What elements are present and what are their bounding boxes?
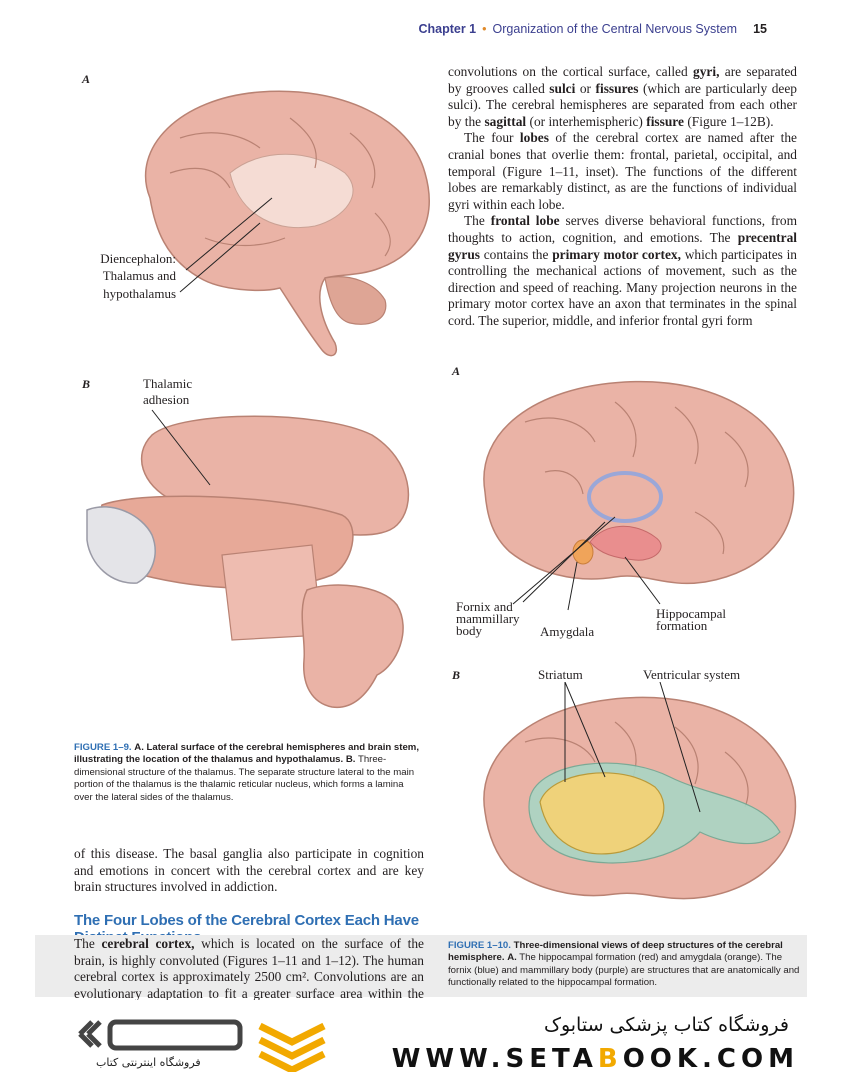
label-thalamus-and: Thalamus and <box>102 268 176 283</box>
paragraph-frontal-lobe: The frontal lobe serves diverse behavior… <box>448 213 797 329</box>
caption-1-10-text: The hippocampal formation (red) and amyg… <box>448 952 800 989</box>
text-span: serves diverse behavioral functions, fro… <box>448 213 797 245</box>
paragraph-lobes: The four lobes of the cerebral cortex ar… <box>448 130 797 213</box>
figure-1-10-caption: FIGURE 1–10. Three-dimensional views of … <box>448 940 800 990</box>
term-precentral-gyrus: precentral gyrus <box>448 229 797 262</box>
running-header: Chapter 1 • Organization of the Central Ne… <box>418 22 767 36</box>
text-span: The four <box>464 130 514 146</box>
leader-adhesion <box>151 409 211 486</box>
caption-1-9-a: A. <box>134 742 144 753</box>
caption-1-10-label: FIGURE 1–10. <box>448 940 511 951</box>
term-cerebral-cortex: cerebral cortex, <box>101 936 195 951</box>
fig10-panel-b-label: B <box>452 668 461 682</box>
term-fissure: fissure <box>646 113 684 129</box>
store-footer: فروشگاه اینترنتی کتاب فروشگاه کتاب پزشکی… <box>0 1000 847 1080</box>
store-name: فروشگاه کتاب پزشکی ستابوک <box>543 1014 789 1036</box>
text-span: or <box>579 80 591 96</box>
amygdala-shape <box>572 539 594 565</box>
caption-1-10-a: A. <box>507 952 517 964</box>
leader-mammillary <box>522 521 606 603</box>
text-span: The <box>464 213 485 229</box>
text-span: are separated by grooves called <box>448 64 797 96</box>
url-part-2: OOK.COM <box>622 1044 799 1074</box>
left-column-paragraph-1: of this disease. The basal ganglia also … <box>74 846 424 895</box>
text-span: The <box>74 936 95 951</box>
label-adhesion: adhesion <box>143 392 190 407</box>
url-highlight: B <box>597 1044 623 1074</box>
text-span: (which are particularly deep sulci). The… <box>448 80 797 129</box>
label-fornix-line1: Fornix and <box>456 599 513 614</box>
url-part-1: WWW.SETA <box>391 1044 598 1074</box>
term-primary-motor-cortex: primary motor cortex, <box>552 246 681 262</box>
hemisphere-shape <box>483 380 795 585</box>
fig10a-brain-illustration <box>483 380 795 611</box>
reticular-nucleus-shape <box>86 506 156 584</box>
label-ventricular-system: Ventricular system <box>643 667 741 682</box>
paragraph-gyri: convolutions on the cortical surface, ca… <box>448 64 797 130</box>
text-span: contains the <box>483 246 549 262</box>
label-hippo-line2: formation <box>656 618 708 633</box>
fig9b-thalamus-illustration <box>86 409 410 709</box>
leader-hippocampal <box>624 556 661 605</box>
label-thalamic: Thalamic <box>143 376 193 391</box>
caption-1-9-text2: Three-dimensional structure of the thala… <box>74 754 415 803</box>
term-gyri: gyri, <box>693 64 720 79</box>
right-column-text: convolutions on the cortical surface, ca… <box>448 64 797 330</box>
text-span: which is located on the surface of the b… <box>74 936 424 1017</box>
text-span: of the cerebral cortex are named after t… <box>448 130 797 212</box>
fig10-panel-a-label: A <box>452 364 461 378</box>
cerebellum-shape <box>324 276 387 325</box>
label-amygdala: Amygdala <box>540 624 595 639</box>
striatum-shape <box>539 772 665 855</box>
leader-fornix <box>512 516 616 605</box>
leader-amygdala <box>567 561 578 611</box>
pulvinar-shape <box>301 584 404 709</box>
figure-1-9-caption: FIGURE 1–9. A. Lateral surface of the ce… <box>74 742 424 804</box>
thalamus-highlight <box>229 153 354 229</box>
leader-thalamus <box>185 197 273 271</box>
term-frontal-lobe: frontal lobe <box>490 213 560 229</box>
term-sagittal: sagittal <box>484 113 527 129</box>
label-hypothalamus: hypothalamus <box>103 286 176 301</box>
hippocampal-formation-shape <box>589 525 662 561</box>
page-fade-strip <box>35 935 807 997</box>
label-fornix: Fornix and mammillary body <box>456 599 520 638</box>
store-url: WWW.SETABOOK.COM <box>392 1044 799 1074</box>
label-hippo-line1: Hippocampal <box>656 606 727 621</box>
fornix-shape <box>587 471 663 523</box>
logo-caption: فروشگاه اینترنتی کتاب <box>96 1056 201 1069</box>
label-hippocampal: Hippocampal formation <box>656 606 727 633</box>
fig10b-brain-illustration <box>483 682 797 900</box>
chapter-label: Chapter 1 <box>418 22 477 36</box>
left-column-paragraph-2: The cerebral cortex, which is located on… <box>74 936 424 1019</box>
label-diencephalon: Diencephalon: <box>100 251 176 266</box>
label-fornix-line2: mammillary <box>456 611 520 626</box>
text-span: (or interhemispheric) <box>529 113 643 129</box>
fig9-panel-a-label: A <box>82 72 91 86</box>
label-fornix-line3: body <box>456 623 482 638</box>
header-separator: • <box>482 22 487 36</box>
text-span: (Figure 1–12B). <box>687 113 774 129</box>
term-fissures: fissures <box>595 80 639 96</box>
fig9a-brain-illustration <box>144 90 430 357</box>
leader-ventricular <box>659 682 701 813</box>
caption-1-10-bold: Three-dimensional views of deep structur… <box>448 940 783 964</box>
fig9-panel-b-label: B <box>82 377 91 391</box>
chapter-title: Organization of the Central Nervous Syst… <box>492 22 738 36</box>
leader-striatum-2 <box>564 682 606 778</box>
term-sulci: sulci <box>549 80 576 96</box>
term-lobes: lobes <box>519 130 549 146</box>
text-span: which participates in controlling the me… <box>448 246 798 328</box>
leader-hypothalamus <box>179 222 261 293</box>
text-span: convolutions on the cortical surface, ca… <box>448 64 688 79</box>
page-number: 15 <box>753 22 767 36</box>
caption-1-9-label: FIGURE 1–9. <box>74 742 132 753</box>
caption-1-9-b: B. <box>345 754 356 766</box>
label-striatum: Striatum <box>538 667 583 682</box>
setabook-logo <box>78 1019 326 1072</box>
caption-1-9-text1: Lateral surface of the cerebral hemisphe… <box>74 742 419 766</box>
